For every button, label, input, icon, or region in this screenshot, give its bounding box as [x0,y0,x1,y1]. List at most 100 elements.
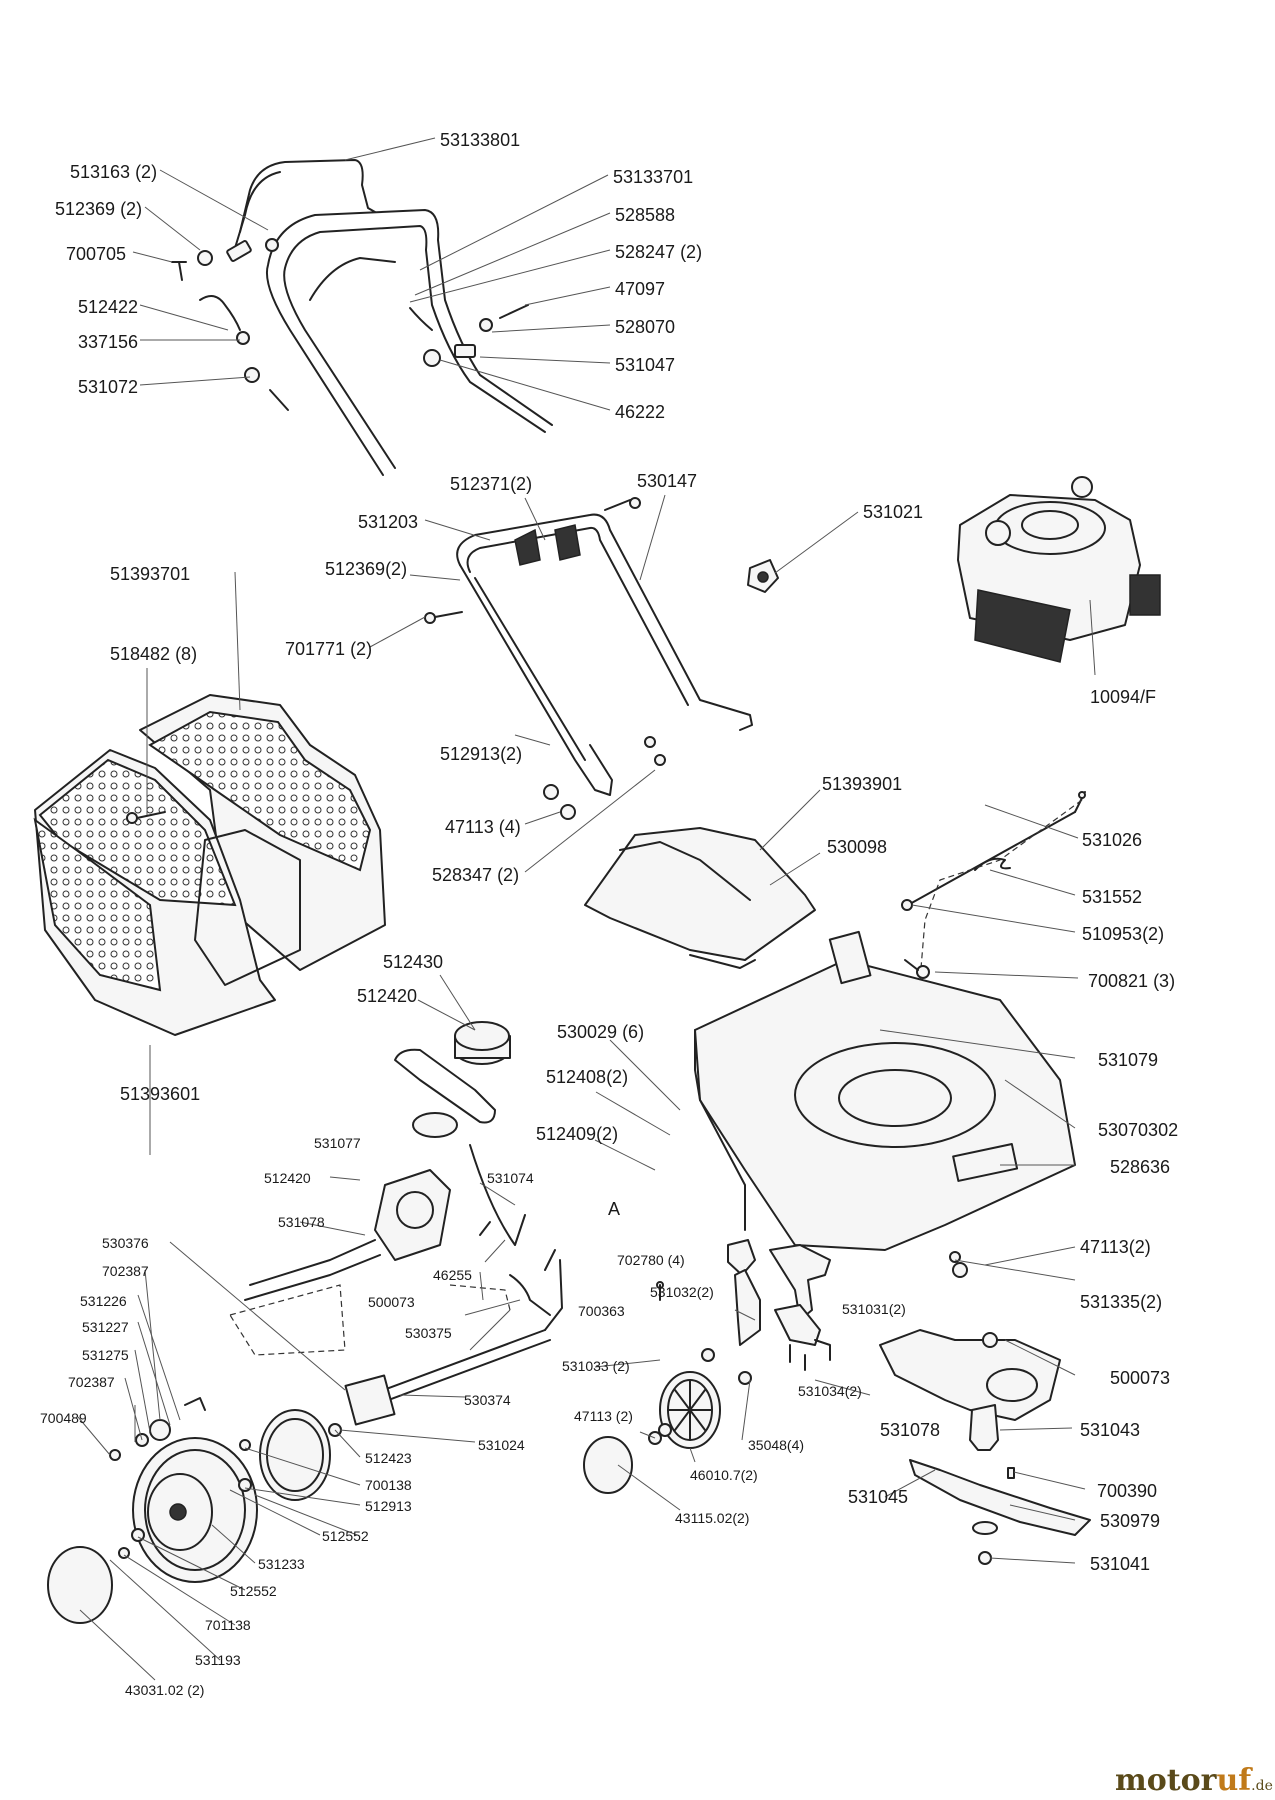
label-53133701: 53133701 [613,167,693,187]
label-46255: 46255 [433,1267,472,1283]
handle-fasteners [171,238,529,411]
label-530375: 530375 [405,1325,452,1341]
label-531226: 531226 [80,1293,127,1309]
label-512369-a: 512369 (2) [55,199,142,219]
cover-530098 [584,827,816,969]
label-528070: 528070 [615,317,675,337]
label-531041: 531041 [1090,1554,1150,1574]
label-512423: 512423 [365,1450,412,1466]
label-531072: 531072 [78,377,138,397]
label-700821: 700821 (3) [1088,971,1175,991]
label-531552: 531552 [1082,887,1142,907]
engine [957,476,1161,663]
label-A: A [608,1199,620,1219]
label-512369-b: 512369(2) [325,559,407,579]
label-512430: 512430 [383,952,443,972]
label-528636: 528636 [1110,1157,1170,1177]
label-35048: 35048(4) [748,1437,804,1453]
label-531034: 531034(2) [798,1383,862,1399]
label-512371: 512371(2) [450,474,532,494]
label-510953: 510953(2) [1082,924,1164,944]
label-531032: 531032(2) [650,1284,714,1300]
label-702387-b: 702387 [68,1374,115,1390]
label-531045: 531045 [848,1487,908,1507]
label-531047: 531047 [615,355,675,375]
label-701771: 701771 (2) [285,639,372,659]
label-10094F: 10094/F [1090,687,1156,707]
label-531026: 531026 [1082,830,1142,850]
label-701138: 701138 [205,1617,251,1633]
label-700489: 700489 [40,1410,87,1426]
blade-assembly [879,1251,1091,1565]
label-528247: 528247 (2) [615,242,702,262]
label-513163: 513163 (2) [70,162,157,182]
label-531074: 531074 [487,1170,534,1186]
label-531193: 531193 [195,1652,241,1668]
label-700390: 700390 [1097,1481,1157,1501]
label-500073-b: 500073 [1110,1368,1170,1388]
label-531078-a: 531078 [278,1214,325,1230]
label-512913-a: 512913(2) [440,744,522,764]
rear-axle [229,1259,563,1426]
height-levers [727,1239,831,1371]
label-512409: 512409(2) [536,1124,618,1144]
label-47113-a: 47113 (4) [445,817,521,837]
label-531275: 531275 [82,1347,129,1363]
label-53070302: 53070302 [1098,1120,1178,1140]
label-531024: 531024 [478,1437,525,1453]
mower-deck [694,930,1076,1251]
label-47113-b: 47113(2) [1080,1237,1151,1257]
label-528347: 528347 (2) [432,865,519,885]
nut-531021 [747,559,779,593]
label-702780: 702780 (4) [617,1252,685,1268]
label-43031: 43031.02 (2) [125,1682,204,1698]
label-512552-a: 512552 [322,1528,369,1544]
label-531233: 531233 [258,1556,305,1572]
label-46222: 46222 [615,402,665,422]
label-531078-b: 531078 [880,1420,940,1440]
brand-logo: motoruf.de [1115,1763,1273,1798]
label-51393701: 51393701 [110,564,190,584]
part-labels: 53133801 513163 (2) 53133701 512369 (2) … [40,130,1178,1698]
upper-handle [266,209,553,476]
lower-handle [424,497,753,820]
label-47097: 47097 [615,279,665,299]
label-530374: 530374 [464,1392,511,1408]
label-531021: 531021 [863,502,923,522]
label-531043: 531043 [1080,1420,1140,1440]
label-700138: 700138 [365,1477,412,1493]
label-530979: 530979 [1100,1511,1160,1531]
label-531031: 531031(2) [842,1301,906,1317]
bail-bar [231,159,376,259]
leader-lines [77,137,1096,1681]
label-530376: 530376 [102,1235,149,1251]
label-531335: 531335(2) [1080,1292,1162,1312]
brand-logo-text: motoruf.de [1115,1763,1273,1798]
label-46010: 46010.7(2) [690,1467,758,1483]
rear-wheel-left [47,1397,342,1624]
label-51393901: 51393901 [822,774,902,794]
label-531203: 531203 [358,512,418,532]
label-47113-c: 47113 (2) [574,1408,633,1424]
grass-catcher [33,694,386,1036]
label-512420-a: 512420 [357,986,417,1006]
label-53133801: 53133801 [440,130,520,150]
label-512422: 512422 [78,297,138,317]
label-512552-b: 512552 [230,1583,277,1599]
label-530098: 530098 [827,837,887,857]
label-337156: 337156 [78,332,138,352]
label-518482: 518482 (8) [110,644,197,664]
label-700705: 700705 [66,244,126,264]
label-530029: 530029 (6) [557,1022,644,1042]
label-512913-b: 512913 [365,1498,412,1514]
label-531033: 531033 (2) [562,1358,630,1374]
label-702387-a: 702387 [102,1263,149,1279]
label-531079: 531079 [1098,1050,1158,1070]
label-43115: 43115.02(2) [675,1510,749,1526]
label-512420-b: 512420 [264,1170,311,1186]
label-51393601: 51393601 [120,1084,200,1104]
label-500073-a: 500073 [368,1294,415,1310]
label-512408: 512408(2) [546,1067,628,1087]
label-530147: 530147 [637,471,697,491]
